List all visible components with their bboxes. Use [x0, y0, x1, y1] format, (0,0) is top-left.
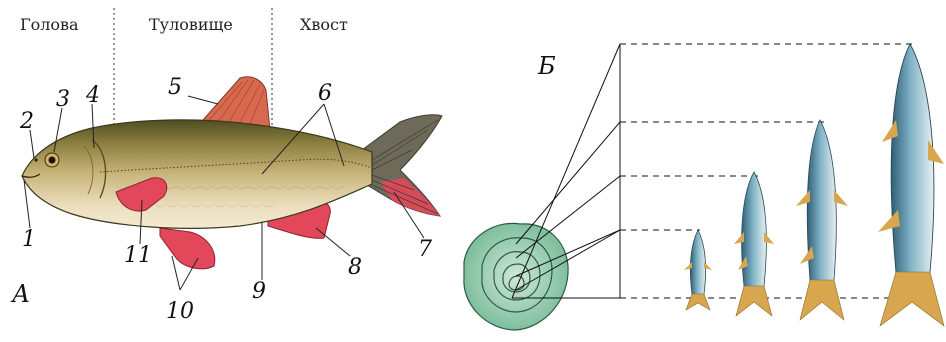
pelvic-fin — [160, 228, 215, 269]
callout-2: 2 — [19, 109, 34, 134]
herring-year-4 — [878, 44, 944, 326]
callout-11: 11 — [124, 243, 152, 268]
roach-fish — [22, 77, 442, 269]
dashed-lines — [620, 44, 916, 298]
fish-scale — [464, 223, 568, 330]
section-tail-label: Хвост — [300, 15, 348, 34]
callout-1: 1 — [22, 227, 36, 252]
callout-10: 10 — [166, 299, 194, 324]
panel-b-label: Б — [537, 52, 556, 80]
section-head-label: Голова — [20, 15, 79, 34]
herring-year-2 — [734, 172, 774, 316]
callout-9: 9 — [252, 279, 266, 304]
callout-3: 3 — [56, 87, 70, 112]
section-headers: Голова Туловище Хвост — [20, 15, 348, 34]
callout-7: 7 — [418, 237, 432, 262]
panel-a-label: А — [10, 280, 30, 308]
nostril — [34, 158, 37, 161]
callout-5: 5 — [168, 75, 182, 100]
section-trunk-label: Туловище — [149, 15, 233, 34]
callout-8: 8 — [348, 255, 362, 280]
herring-year-3 — [796, 120, 848, 320]
callout-6: 6 — [318, 81, 332, 106]
callout-4: 4 — [85, 83, 100, 108]
